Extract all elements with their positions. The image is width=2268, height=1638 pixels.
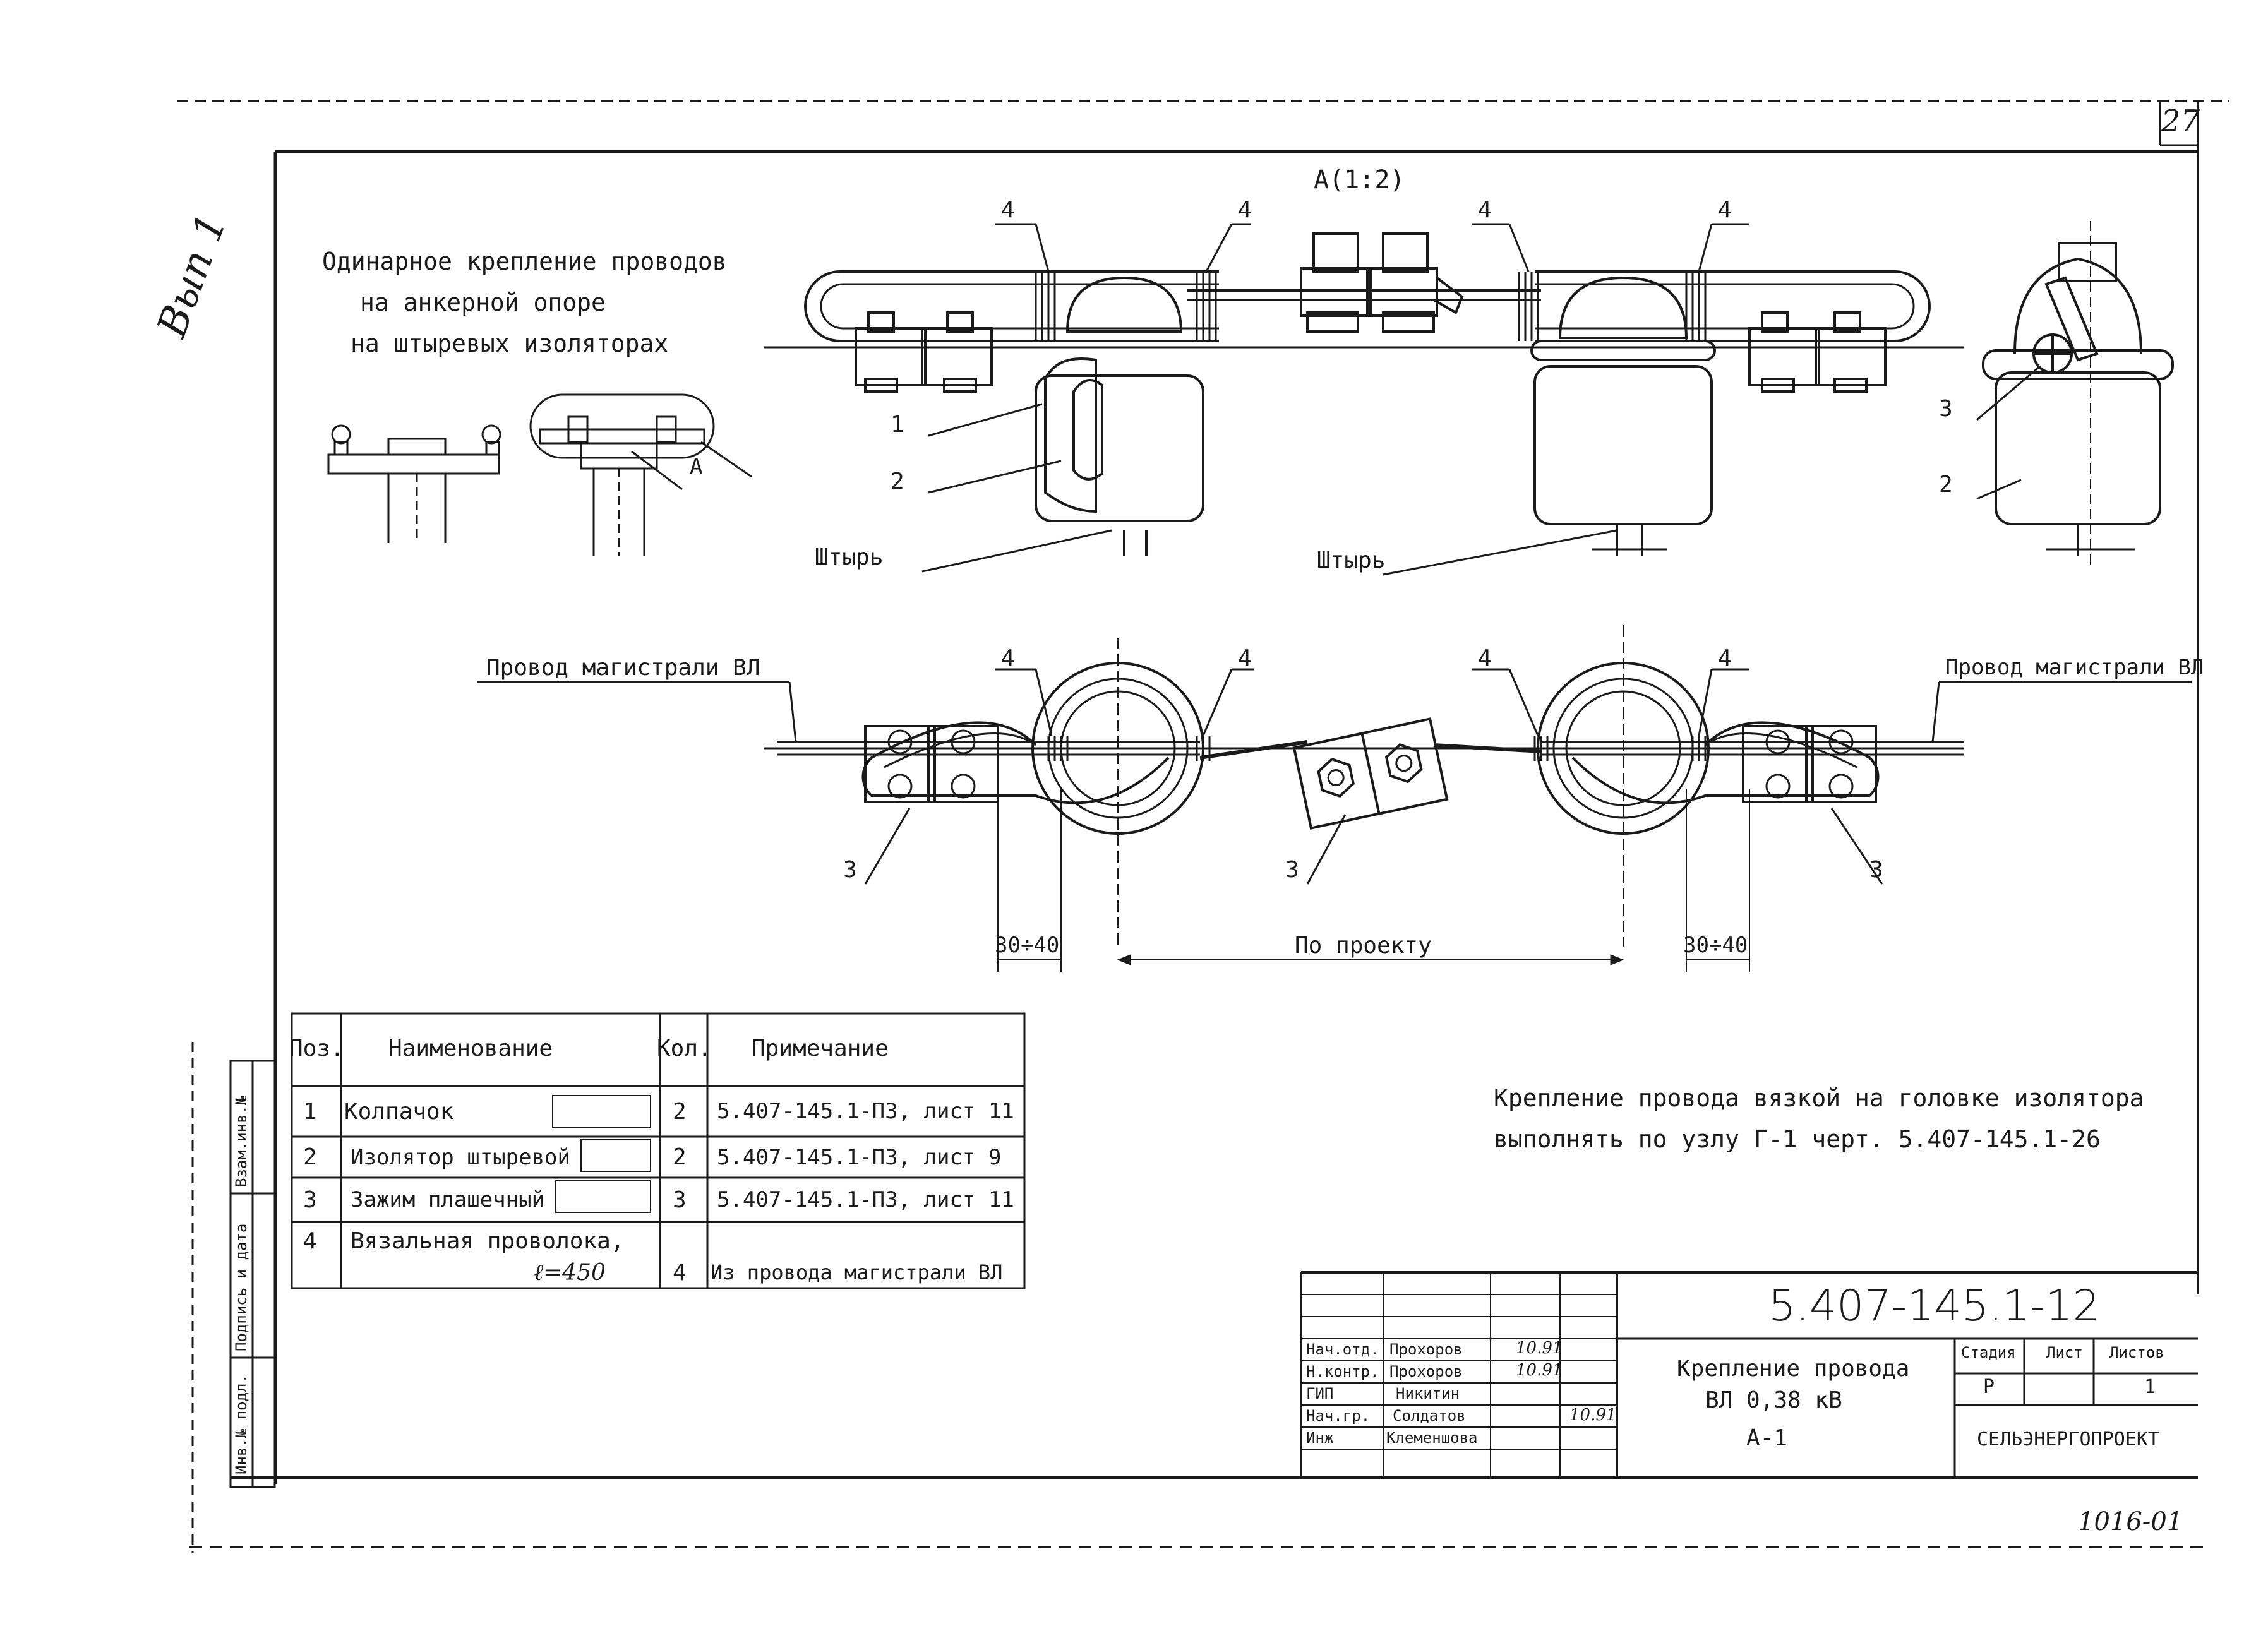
bottom-stamp: 1016-01 <box>2078 1507 2183 1536</box>
drawing-title: А-1 <box>1746 1425 1788 1451</box>
title-block-grid <box>1300 1271 2198 1478</box>
row-note: 5.407-145.1-ПЗ, лист 11 <box>717 1099 1014 1124</box>
header-qty: Кол. <box>657 1035 712 1061</box>
note-line-1: Крепление провода вязкой на головке изол… <box>1494 1084 2144 1112</box>
signer-name: Прохоров <box>1389 1363 1463 1380</box>
row-name: Колпачок <box>344 1098 454 1125</box>
header-name: Наименование <box>388 1035 553 1061</box>
row-pos: 1 <box>303 1098 317 1125</box>
left-strip-grid <box>229 1060 2198 1488</box>
callout-3: 3 <box>843 857 857 883</box>
role: Нач.гр. <box>1306 1407 1371 1425</box>
callout-3: 3 <box>1285 857 1299 883</box>
header-pos: Поз. <box>289 1035 344 1061</box>
stage-value: Р <box>1983 1376 1995 1398</box>
callout-4: 4 <box>1001 197 1015 223</box>
row-pos: 3 <box>303 1187 317 1213</box>
header-note: Примечание <box>752 1035 889 1061</box>
leader-lines <box>477 223 2192 885</box>
role: Нач.отд. <box>1306 1341 1379 1358</box>
organization: СЕЛЬЭНЕРГОПРОЕКТ <box>1977 1428 2159 1450</box>
row-qty: 2 <box>673 1144 687 1170</box>
row-name-length: ℓ=450 <box>534 1260 606 1286</box>
dim-center: По проекту <box>1295 933 1432 959</box>
sheets-value: 1 <box>2144 1376 2156 1398</box>
overview-caption-3: на штыревых изоляторах <box>351 330 669 357</box>
view-title: А(1:2) <box>1314 165 1405 194</box>
signer-name: Солдатов <box>1393 1407 1466 1425</box>
callout-3: 3 <box>1869 857 1883 883</box>
strip-signature-date: Подпись и дата <box>232 1223 250 1351</box>
row-note: 5.407-145.1-ПЗ, лист 9 <box>717 1144 1002 1170</box>
sign-date: 10.91 <box>1516 1361 1563 1380</box>
row-name: Вязальная проволока, <box>351 1228 625 1254</box>
overview-caption-2: на анкерной опоре <box>360 289 606 316</box>
callout-4: 4 <box>1718 645 1732 671</box>
row-note: Из провода магистрали ВЛ <box>711 1260 1003 1284</box>
row-qty: 3 <box>673 1187 687 1213</box>
sheet-label: Лист <box>2046 1344 2083 1361</box>
callout-2: 2 <box>891 469 904 494</box>
spec-table-grid <box>291 1012 1026 1289</box>
row-pos: 2 <box>303 1144 317 1170</box>
callout-4: 4 <box>1718 197 1732 223</box>
overview-callout: А <box>690 454 703 479</box>
callout-4: 4 <box>1001 645 1015 671</box>
signer-name: Никитин <box>1396 1385 1460 1402</box>
role: Инж <box>1306 1429 1334 1447</box>
signer-name: Прохоров <box>1389 1341 1463 1358</box>
role: ГИП <box>1306 1385 1334 1402</box>
callout-1: 1 <box>891 412 904 438</box>
page-number: 27 <box>2161 104 2200 139</box>
drawing-title: ВЛ 0,38 кВ <box>1705 1387 1842 1413</box>
strip-replace-inv: Взам.инв.№ <box>232 1096 250 1188</box>
overview-caption-1: Одинарное крепление проводов <box>322 248 727 275</box>
overview-sketch <box>327 393 752 556</box>
stage-label: Стадия <box>1961 1344 2016 1361</box>
sign-date: 10.91 <box>1569 1406 1617 1425</box>
label-pin-right: Штырь <box>1317 547 1386 573</box>
sign-date: 10.91 <box>1516 1339 1563 1358</box>
doc-code: 5.407-145.1-12 <box>1768 1281 2100 1331</box>
row-pos: 4 <box>303 1228 317 1254</box>
row-note: 5.407-145.1-ПЗ, лист 11 <box>717 1187 1014 1212</box>
dim-left: 30÷40 <box>995 933 1060 958</box>
note-line-2: выполнять по узлу Г-1 черт. 5.407-145.1-… <box>1494 1125 2101 1153</box>
role: Н.контр. <box>1306 1363 1379 1380</box>
drawing-title: Крепление провода <box>1677 1356 1910 1382</box>
callout-4: 4 <box>1238 197 1252 223</box>
callout-4: 4 <box>1478 197 1492 223</box>
row-qty: 4 <box>673 1259 687 1286</box>
callout-2: 2 <box>1939 472 1953 498</box>
signer-name: Клеменшова <box>1386 1429 1478 1447</box>
row-qty: 2 <box>673 1098 687 1125</box>
elevation-view <box>764 221 2174 568</box>
wire-label-left: Провод магистрали ВЛ <box>486 655 760 681</box>
label-pin-left: Штырь <box>815 544 884 570</box>
callout-3: 3 <box>1939 396 1953 422</box>
callout-4: 4 <box>1238 645 1252 671</box>
callout-4: 4 <box>1478 645 1492 671</box>
sheets-label: Листов <box>2109 1344 2164 1361</box>
plan-view <box>764 625 1964 972</box>
strip-inv-original: Инв.№ подл. <box>232 1374 250 1474</box>
dim-right: 30÷40 <box>1683 933 1748 958</box>
wire-label-right: Провод магистрали ВЛ <box>1945 655 2204 680</box>
row-name: Изолятор штыревой <box>351 1144 570 1170</box>
row-name: Зажим плашечный <box>351 1187 545 1212</box>
